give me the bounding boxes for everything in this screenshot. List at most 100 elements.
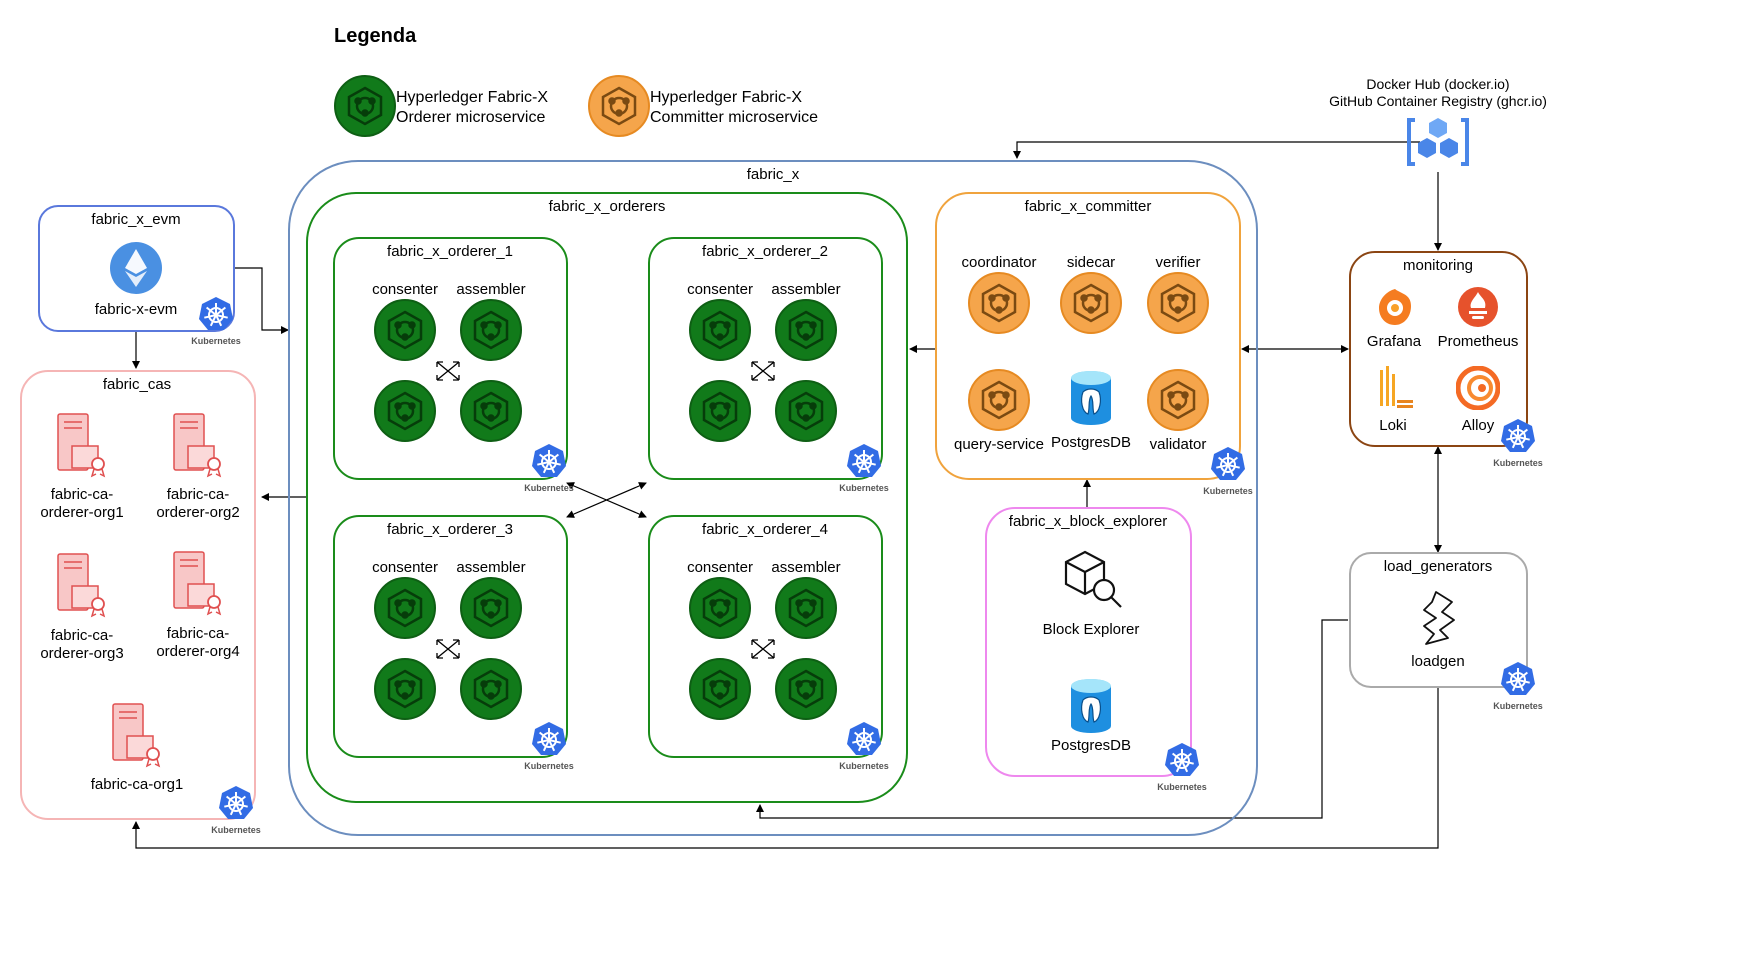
orderer-group-title: fabric_x_orderer_2 <box>702 243 828 260</box>
verifier-label: verifier <box>1155 254 1201 271</box>
assembler-node <box>775 299 837 361</box>
ca-label-line2: orderer-org1 <box>40 504 124 521</box>
orderer-group-title: fabric_x_orderer_1 <box>387 243 513 260</box>
consenter-label: consenter <box>687 281 753 298</box>
mesh-arrows-icon <box>751 639 775 659</box>
loki-icon <box>1380 366 1413 408</box>
batcher-node <box>374 658 436 720</box>
kubernetes-icon <box>847 444 881 477</box>
prometheus-label: Prometheus <box>1437 333 1519 350</box>
certificate-server-icon <box>57 413 106 478</box>
sidecar-node <box>1060 272 1122 334</box>
kubernetes-icon <box>1501 662 1535 695</box>
ca-label-line1: fabric-ca- <box>166 625 230 642</box>
router-node <box>775 658 837 720</box>
committer-postgres-label: PostgresDB <box>1050 434 1132 451</box>
orderer-kubernetes-badge: Kubernetes <box>519 443 579 499</box>
legend-title: Legenda <box>334 25 417 47</box>
evm-kubernetes-badge: Kubernetes <box>186 296 246 352</box>
kubernetes-label: Kubernetes <box>524 761 574 771</box>
legend-orderer-line2: Orderer microservice <box>396 109 546 126</box>
coordinator-label: coordinator <box>961 254 1037 271</box>
evm-service-label: fabric-x-evm <box>94 301 178 318</box>
mesh-arrows-icon <box>751 361 775 381</box>
registry-line2: GitHub Container Registry (ghcr.io) <box>1329 93 1547 109</box>
consenter-node <box>374 299 436 361</box>
kubernetes-icon <box>532 444 566 477</box>
kubernetes-label: Kubernetes <box>1493 458 1543 468</box>
evm-title: fabric_x_evm <box>91 211 181 228</box>
orderer-kubernetes-badge: Kubernetes <box>834 721 894 777</box>
ca-label-line1: fabric-ca- <box>50 627 114 644</box>
query-service-node <box>968 369 1030 431</box>
consenter-node <box>374 577 436 639</box>
certificate-server-icon <box>112 703 161 768</box>
monitoring-kubernetes-badge: Kubernetes <box>1488 418 1548 474</box>
kubernetes-label: Kubernetes <box>1203 486 1253 496</box>
loadgen-kubernetes-badge: Kubernetes <box>1488 661 1548 717</box>
batcher-node <box>374 380 436 442</box>
ca-label-line2: orderer-org4 <box>156 643 240 660</box>
mesh-arrows-icon <box>436 361 460 381</box>
consenter-label: consenter <box>372 559 438 576</box>
registry-line1: Docker Hub (docker.io) <box>1366 76 1510 92</box>
ca-label-line1: fabric-ca- <box>166 486 230 503</box>
certificate-server-icon <box>57 553 106 618</box>
kubernetes-label: Kubernetes <box>1493 701 1543 711</box>
ca-label: fabric-ca-orderer-org1 <box>40 486 123 522</box>
assembler-label: assembler <box>456 281 526 298</box>
consenter-label: consenter <box>687 559 753 576</box>
kubernetes-icon <box>532 722 566 755</box>
block-explorer-title: fabric_x_block_explorer <box>1008 513 1168 530</box>
orderer-group-1 <box>333 237 568 480</box>
orderer-kubernetes-badge: Kubernetes <box>834 443 894 499</box>
loadgen-lightning-icon <box>1423 591 1455 645</box>
kubernetes-label: Kubernetes <box>524 483 574 493</box>
ca-label: fabric-ca-orderer-org2 <box>156 486 239 522</box>
router-node <box>775 380 837 442</box>
ca-label: fabric-ca-org1 <box>91 776 184 794</box>
block-explorer-icon <box>1064 550 1122 608</box>
router-node <box>460 380 522 442</box>
consenter-node <box>689 299 751 361</box>
consenter-label: consenter <box>372 281 438 298</box>
assembler-node <box>460 299 522 361</box>
ca-label-line2: orderer-org2 <box>156 504 240 521</box>
batcher-node <box>689 380 751 442</box>
container-registry-icon <box>1407 118 1469 166</box>
assembler-label: assembler <box>456 559 526 576</box>
cas-kubernetes-badge: Kubernetes <box>206 785 266 841</box>
orderers-cluster <box>306 192 908 803</box>
explorer-kubernetes-badge: Kubernetes <box>1152 742 1212 798</box>
committer-title: fabric_x_committer <box>1024 198 1152 215</box>
orderer-kubernetes-badge: Kubernetes <box>519 721 579 777</box>
loadgen-label: loadgen <box>1411 653 1465 670</box>
ca-label-line1: fabric-ca-org1 <box>90 776 184 793</box>
coordinator-node <box>968 272 1030 334</box>
grafana-icon <box>1379 289 1411 325</box>
kubernetes-label: Kubernetes <box>1157 782 1207 792</box>
ethereum-icon <box>110 242 162 294</box>
ca-label-line2: orderer-org3 <box>40 645 124 662</box>
kubernetes-label: Kubernetes <box>839 761 889 771</box>
legend-orderer-line1: Hyperledger Fabric-X <box>396 89 549 106</box>
consenter-node <box>689 577 751 639</box>
orderer-group-4 <box>648 515 883 758</box>
router-node <box>460 658 522 720</box>
assembler-label: assembler <box>771 559 841 576</box>
mesh-arrows-icon <box>436 639 460 659</box>
committer-cluster <box>935 192 1241 480</box>
explorer-postgres-icon <box>1071 679 1111 733</box>
ca-label: fabric-ca-orderer-org3 <box>40 627 123 663</box>
registry-label: Docker Hub (docker.io) GitHub Container … <box>1329 76 1547 110</box>
kubernetes-icon <box>219 786 253 819</box>
orderer-group-2 <box>648 237 883 480</box>
legend-orderer-icon <box>334 75 396 137</box>
query-service-label: query-service <box>953 436 1045 453</box>
grafana-label: Grafana <box>1366 333 1422 350</box>
batcher-node <box>689 658 751 720</box>
certificate-server-icon <box>173 551 222 616</box>
validator-node <box>1147 369 1209 431</box>
monitoring-cluster <box>1349 251 1528 447</box>
sidecar-label: sidecar <box>1066 254 1116 271</box>
